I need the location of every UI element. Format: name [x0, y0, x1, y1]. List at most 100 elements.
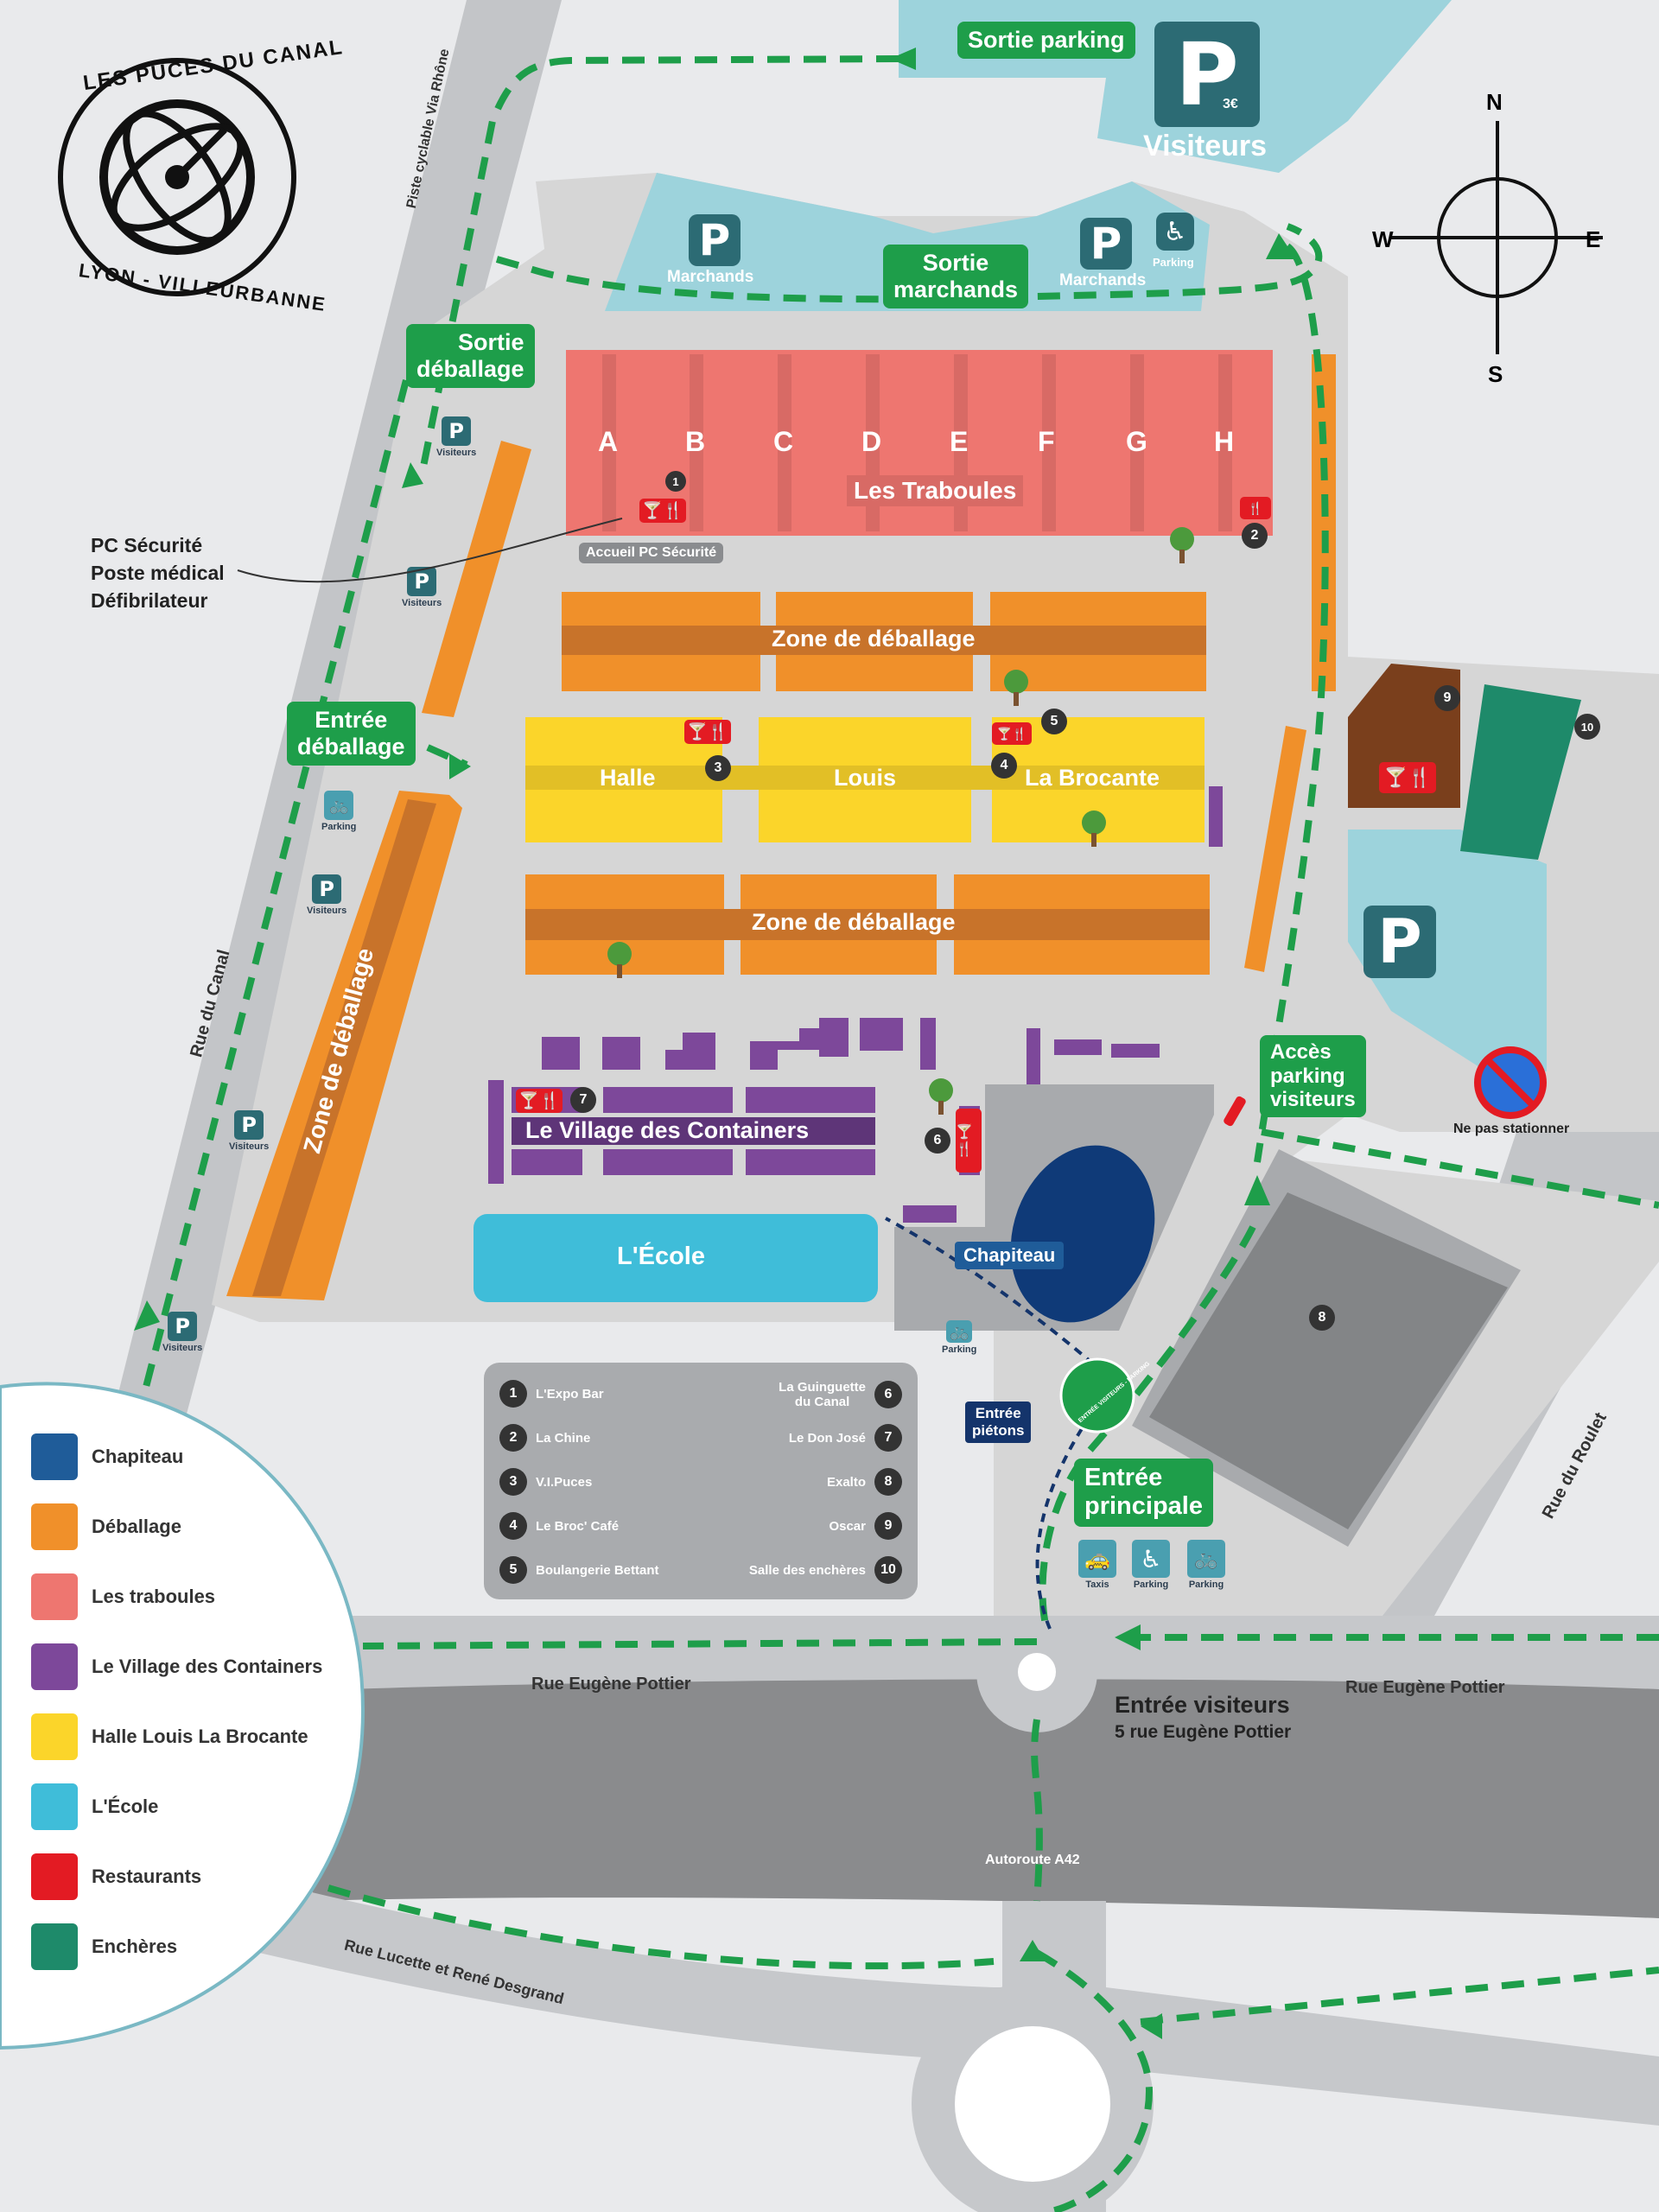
bike-icon: 🚲	[1187, 1540, 1225, 1578]
marker-3: 3	[705, 755, 731, 781]
index-label: L'Expo Bar	[536, 1386, 604, 1402]
marker-2: 2	[1242, 523, 1268, 549]
entree-pietons-label: Entrée piétons	[965, 1402, 1032, 1443]
deballage-east-diagonal	[1244, 726, 1306, 972]
index-number: 4	[499, 1512, 527, 1540]
parking-icon: P	[1154, 22, 1260, 127]
parking-marchands-label: Marchands	[1059, 271, 1147, 289]
legend-swatch	[31, 1783, 78, 1830]
entree-visiteurs-badge	[1059, 1357, 1135, 1433]
bike-parking: 🚲Parking	[321, 791, 356, 832]
louis-label: Louis	[834, 765, 896, 791]
parking-icon: P	[689, 214, 741, 266]
index-number: 1	[499, 1380, 527, 1408]
sortie-marchands-tag: Sortie marchands	[883, 245, 1029, 309]
index-number: 3	[499, 1468, 527, 1496]
legend-item: Déballage	[31, 1491, 322, 1561]
parking-icon: P	[1080, 218, 1132, 270]
accueil-label: Accueil PC Sécurité	[579, 543, 724, 563]
barrier	[1224, 1096, 1246, 1127]
tree-icon	[929, 1078, 953, 1115]
traboules-aisle-d: D	[861, 426, 882, 457]
index-label: La Guinguette du Canal	[779, 1380, 866, 1409]
tree-icon	[1082, 810, 1106, 847]
legend-label: Enchères	[92, 1935, 178, 1957]
entree-principale-tag: Entrée principale	[1074, 1459, 1213, 1527]
tree-icon	[607, 942, 632, 978]
taxi-stand: 🚕Taxis	[1078, 1540, 1116, 1590]
restaurant-icon: 🍸🍴	[684, 720, 731, 744]
brocante-label: La Brocante	[1025, 765, 1160, 791]
deballage-row2-band	[525, 909, 1210, 940]
marker-7: 7	[570, 1087, 596, 1113]
traboules-aisle-c: C	[773, 426, 794, 457]
bike-icon: 🚲	[946, 1320, 973, 1343]
desgrand-road	[259, 1884, 1659, 2126]
legend-swatch	[31, 1853, 78, 1900]
legend-item: L'École	[31, 1771, 322, 1841]
index-number: 5	[499, 1556, 527, 1584]
compass-n: N	[1486, 89, 1503, 115]
deballage-label-2: Zone de déballage	[752, 909, 956, 935]
legend-label: Restaurants	[92, 1865, 202, 1887]
index-label: Salle des enchères	[748, 1562, 866, 1578]
restaurant-icon: 🍴	[1240, 497, 1271, 519]
marker-10: 10	[1574, 714, 1600, 740]
index-number: 8	[874, 1468, 902, 1496]
marker-5: 5	[1041, 709, 1067, 734]
marker-1: 1	[665, 471, 686, 492]
traboules-aisle-h: H	[1214, 426, 1235, 457]
ecole-building	[474, 1214, 878, 1302]
restaurant-icon: 🍸🍴	[992, 722, 1032, 745]
compass-w: W	[1372, 226, 1394, 252]
index-item: La Guinguette du Canal 6	[779, 1380, 902, 1409]
legend-item: Halle Louis La Brocante	[31, 1701, 322, 1771]
route-arrows	[134, 48, 1296, 2039]
bike-parking-main: 🚲Parking	[1187, 1540, 1225, 1590]
pmr-parking: ♿Parking	[1132, 1540, 1170, 1590]
restaurant-icon: 🍸🍴	[1379, 762, 1436, 793]
entree-visiteurs-address: 5 rue Eugène Pottier	[1115, 1722, 1292, 1742]
wheelchair-icon: ♿	[1156, 213, 1194, 251]
deballage-label-1: Zone de déballage	[772, 626, 976, 652]
taxi-icon: 🚕	[1078, 1540, 1116, 1578]
legend-item: Le Village des Containers	[31, 1631, 322, 1701]
parking-east-area	[1348, 830, 1547, 1071]
legend-label: L'École	[92, 1795, 159, 1817]
legend-swatch	[31, 1713, 78, 1760]
index-item: 1 L'Expo Bar	[499, 1380, 604, 1408]
tree-icon	[1170, 527, 1194, 563]
marker-4: 4	[991, 753, 1017, 779]
traboules-label: Les Traboules	[847, 475, 1024, 506]
legend-label: Déballage	[92, 1515, 181, 1537]
index-label: La Chine	[536, 1430, 591, 1446]
pmr-parking-label: Parking	[1153, 256, 1194, 269]
autoroute-road	[311, 1679, 1659, 1918]
parking-price: 3€	[1223, 97, 1238, 111]
marker-6: 6	[925, 1128, 950, 1154]
legend-item: Les traboules	[31, 1561, 322, 1631]
legend-item: Enchères	[31, 1911, 322, 1981]
road-label-pottier-left: Rue Eugène Pottier	[531, 1675, 691, 1694]
parking-marchands-area	[605, 173, 1210, 311]
road-label-autoroute: Autoroute A42	[985, 1853, 1080, 1867]
roundabout-top-center	[1018, 1653, 1056, 1691]
legend-panel	[0, 1382, 365, 2050]
deballage-east-strip	[1312, 354, 1336, 691]
traboules-aisle-g: G	[1126, 426, 1147, 457]
marker-9: 9	[1434, 685, 1460, 711]
index-number: 6	[874, 1381, 902, 1408]
tree-icon	[1004, 670, 1028, 706]
legend-label: Le Village des Containers	[92, 1655, 323, 1677]
sortie-parking-tag: Sortie parking	[957, 22, 1135, 60]
